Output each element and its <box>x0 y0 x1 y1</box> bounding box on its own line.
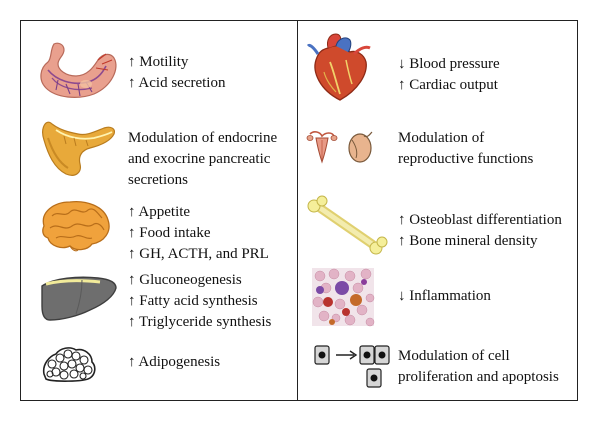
effect-line: ↑ Fatty acid synthesis <box>128 293 258 309</box>
bone-icon <box>306 195 388 256</box>
cell-division-icon <box>314 344 390 390</box>
effect-line: ↑ Adipogenesis <box>128 354 221 370</box>
effect-line: ↓ Blood pressure <box>398 56 500 72</box>
blood-cells-icon <box>312 268 375 327</box>
pancreas-icon <box>38 114 118 180</box>
effect-line: Modulation of <box>398 130 485 146</box>
effect-line: ↑ Gluconeogenesis <box>128 272 242 288</box>
heart-effects: ↓ Blood pressure ↑ Cardiac output <box>398 54 500 96</box>
column-divider <box>297 20 298 401</box>
heart-icon <box>306 32 374 102</box>
effect-line: ↑ Acid secretion <box>128 75 226 91</box>
stomach-effects: ↑ Motility ↑ Acid secretion <box>128 52 225 94</box>
bone-effects: ↑ Osteoblast differentiation ↑ Bone mine… <box>398 210 562 252</box>
liver-icon <box>38 274 118 324</box>
cell-effects: Modulation of cell proliferation and apo… <box>398 346 559 388</box>
pancreas-effects: Modulation of endocrine and exocrine pan… <box>128 128 277 191</box>
effect-line: ↑ GH, ACTH, and PRL <box>128 246 269 262</box>
effect-line: ↑ Food intake <box>128 225 211 241</box>
adipose-tissue-icon <box>40 344 98 384</box>
adipose-effects: ↑ Adipogenesis <box>128 352 220 373</box>
effect-line: ↑ Appetite <box>128 204 191 220</box>
reproductive-effects: Modulation of reproductive functions <box>398 128 533 170</box>
diagram-frame <box>20 20 578 401</box>
liver-effects: ↑ Gluconeogenesis ↑ Fatty acid synthesis… <box>128 270 271 333</box>
brain-icon <box>36 198 112 254</box>
brain-effects: ↑ Appetite ↑ Food intake ↑ GH, ACTH, and… <box>128 202 269 265</box>
effect-line: ↓ Inflammation <box>398 288 491 304</box>
stomach-icon <box>36 40 120 102</box>
effect-line: reproductive functions <box>398 151 534 167</box>
effect-line: ↑ Cardiac output <box>398 77 498 93</box>
effect-line: secretions <box>128 172 188 188</box>
reproductive-organs-icon <box>306 126 378 166</box>
effect-line: ↑ Motility <box>128 54 189 70</box>
inflammation-effects: ↓ Inflammation <box>398 286 491 307</box>
effect-line: proliferation and apoptosis <box>398 369 559 385</box>
effect-line: ↑ Osteoblast differentiation <box>398 212 562 228</box>
effect-line: ↑ Bone mineral density <box>398 233 538 249</box>
effect-line: ↑ Triglyceride synthesis <box>128 314 272 330</box>
effect-line: and exocrine pancreatic <box>128 151 271 167</box>
effect-line: Modulation of endocrine <box>128 130 278 146</box>
effect-line: Modulation of cell <box>398 348 510 364</box>
